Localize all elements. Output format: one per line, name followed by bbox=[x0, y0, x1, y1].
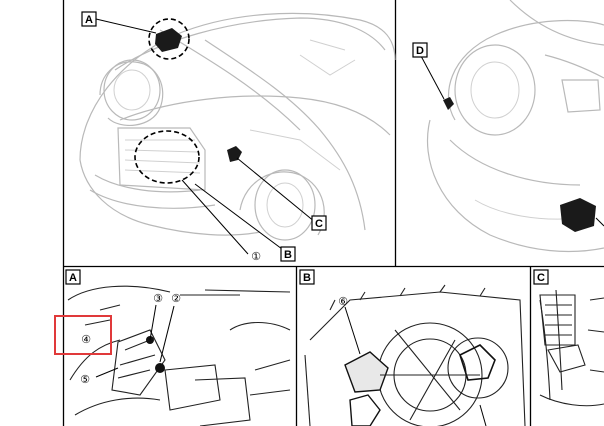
panel-a-header: A bbox=[65, 269, 81, 285]
panel-b-radiator-fan bbox=[304, 284, 526, 426]
callout-number-5: ⑤ bbox=[80, 373, 90, 386]
panel-c-header: C bbox=[533, 269, 549, 285]
callout-number-3: ③ bbox=[153, 292, 163, 305]
svg-text:B: B bbox=[303, 272, 311, 284]
svg-text:D: D bbox=[416, 45, 424, 57]
callout-letter-c: C bbox=[311, 215, 327, 231]
panel-a-engine-bay bbox=[67, 285, 291, 426]
rear-module-part bbox=[560, 198, 596, 232]
vehicle-rear-illustration bbox=[426, 0, 604, 253]
callout-letter-d: D bbox=[412, 42, 428, 58]
sensor-a-part bbox=[155, 28, 182, 52]
callout-letter-b: B bbox=[280, 246, 296, 262]
callout-number-6: ⑥ bbox=[338, 295, 348, 308]
svg-text:C: C bbox=[537, 272, 545, 284]
svg-text:A: A bbox=[69, 272, 77, 284]
callout-number-1: ① bbox=[251, 250, 261, 263]
svg-text:C: C bbox=[315, 218, 323, 230]
panel-b-header: B bbox=[299, 269, 315, 285]
vehicle-front-illustration bbox=[79, 12, 396, 241]
callout-number-2: ② bbox=[171, 292, 181, 305]
part-c-sensor bbox=[227, 146, 242, 162]
callout-letter-a: A bbox=[81, 11, 97, 27]
panel-c-component bbox=[539, 289, 604, 407]
dashed-highlight-sensor-a bbox=[148, 18, 190, 60]
svg-text:A: A bbox=[85, 14, 93, 26]
part-d-sensor bbox=[443, 97, 454, 110]
dashed-highlight-radiator bbox=[134, 130, 200, 184]
svg-text:B: B bbox=[284, 249, 292, 261]
callout-number-4: ④ bbox=[81, 333, 91, 346]
highlight-box-4 bbox=[54, 315, 112, 355]
